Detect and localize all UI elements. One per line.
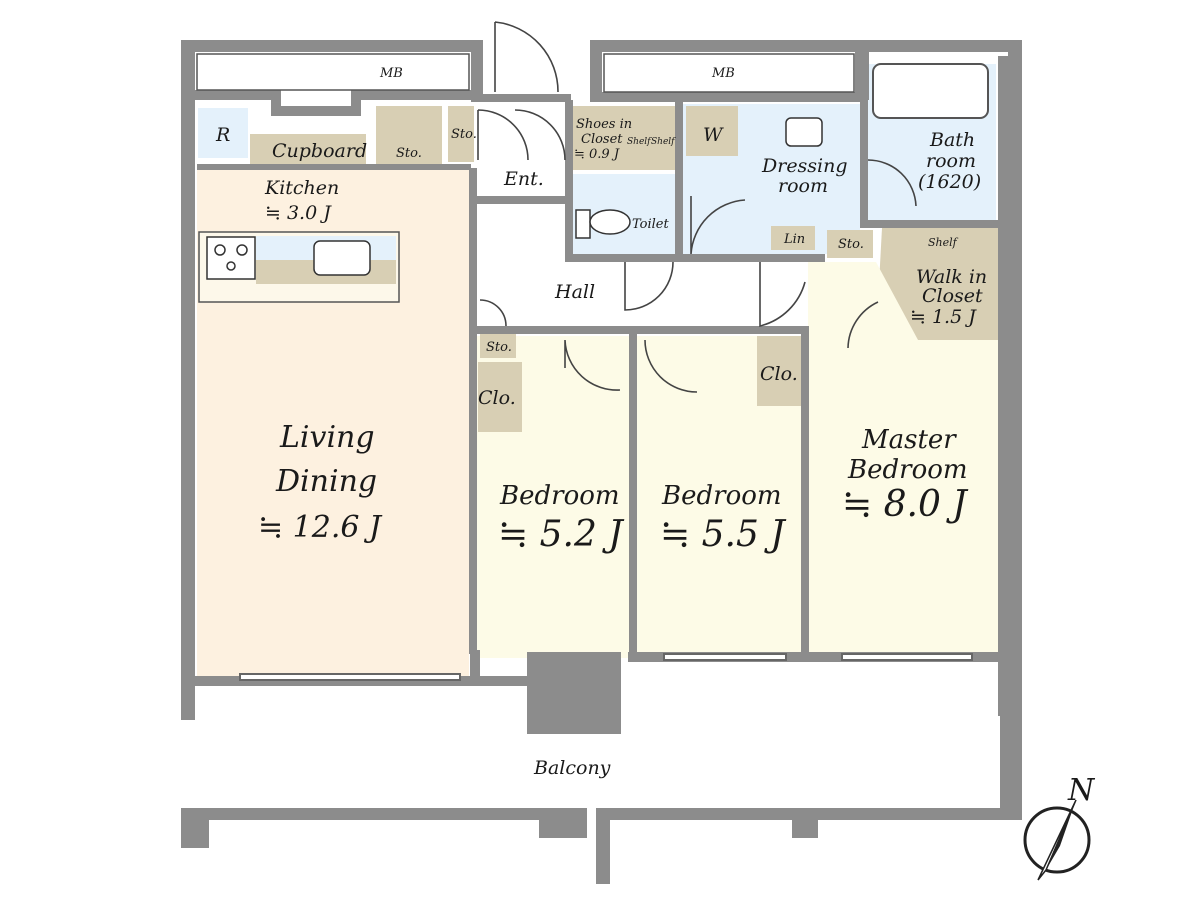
basin-icon: [785, 117, 823, 147]
kitchen-label: Kitchen: [264, 177, 339, 199]
sto-hall-left: [480, 334, 516, 358]
master-size-label: ≒ 8.0 J: [842, 484, 969, 525]
fridge: [198, 108, 248, 158]
bath-label-3: (1620): [918, 171, 981, 193]
sto-hall-right-label: Sto.: [838, 237, 864, 252]
windows: [239, 653, 973, 681]
north-label: N: [1067, 773, 1096, 808]
north-compass-icon: [1023, 799, 1091, 881]
sto-kitchen-label: Sto.: [396, 146, 422, 161]
dressing-label-1: Dressing: [761, 155, 848, 177]
wic-label-2: Closet: [922, 285, 983, 307]
doors: [477, 21, 917, 393]
balcony-column: [527, 652, 621, 734]
sto-entry: [448, 106, 474, 162]
balcony-label: Balcony: [533, 757, 611, 779]
entrance-label: Ent.: [503, 168, 544, 190]
bath-label-1: Bath: [929, 129, 975, 151]
closet-1-label: Clo.: [478, 387, 516, 409]
cupboard: [250, 134, 366, 168]
shelf-label-2: Shelf: [651, 137, 676, 147]
bedroom-1-label: Bedroom: [499, 481, 620, 511]
bedroom-2-size-label: ≒ 5.5 J: [660, 514, 787, 555]
master-label-2: Bedroom: [847, 455, 968, 485]
shoes-closet-label-2: Closet: [581, 132, 623, 147]
cupboard-label: Cupboard: [272, 140, 367, 162]
living-size-label: ≒ 12.6 J: [258, 510, 383, 545]
master-bedroom-floor: [808, 262, 998, 652]
mb-left-label: MB: [379, 66, 403, 81]
wic-size-label: ≒ 1.5 J: [910, 306, 977, 328]
washer: [686, 106, 738, 156]
kitchen-size-label: ≒ 3.0 J: [265, 202, 332, 224]
sink-icon: [313, 240, 371, 276]
toilet-label: Toilet: [632, 217, 669, 232]
walls: [181, 40, 1022, 884]
wic-shelf-label: Shelf: [928, 236, 959, 249]
linen-closet: [771, 226, 815, 250]
washer-label: W: [703, 124, 724, 146]
shoes-closet-size: ≒ 0.9 J: [574, 147, 620, 162]
shoes-closet: [571, 106, 675, 170]
bedroom-1-size-label: ≒ 5.2 J: [498, 514, 625, 555]
wic-label-1: Walk in: [916, 266, 987, 288]
living-label-2: Dining: [275, 464, 377, 499]
sto-kitchen: [376, 106, 442, 164]
mb-outlines: [196, 53, 855, 93]
bath-label-2: room: [926, 150, 976, 172]
fridge-label: R: [215, 124, 230, 146]
sto-hall-right: [827, 230, 873, 258]
closet-bedroom-2: [757, 336, 803, 406]
linen-label: Lin: [783, 232, 805, 247]
shelf-label-1: Shelf: [627, 137, 652, 147]
mb-right-label: MB: [711, 66, 735, 81]
living-label-1: Living: [279, 420, 375, 455]
closet-bedroom-1: [478, 362, 522, 432]
hall-label: Hall: [554, 281, 595, 303]
toilet-icon: [575, 209, 631, 239]
dressing-label-2: room: [778, 175, 828, 197]
room-labels: MB MB R Cupboard Sto. Sto. Kitchen ≒ 3.0…: [215, 66, 1096, 808]
master-label-1: Master: [861, 425, 957, 455]
sto-entry-label: Sto.: [451, 127, 477, 142]
sto-hall-left-label: Sto.: [486, 340, 512, 355]
stove-icon: [206, 236, 256, 280]
walk-in-closet: [878, 228, 998, 340]
bedroom-2-label: Bedroom: [661, 481, 782, 511]
shoes-closet-label-1: Shoes in: [576, 117, 632, 132]
closet-2-label: Clo.: [760, 363, 798, 385]
bathtub: [872, 63, 989, 119]
